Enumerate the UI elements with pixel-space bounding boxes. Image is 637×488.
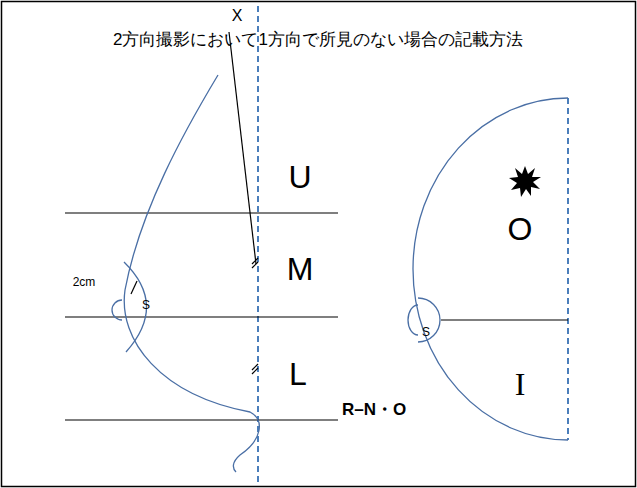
- zone-label: U: [288, 160, 311, 195]
- zone-label: L: [289, 357, 307, 392]
- tick-mark: [252, 262, 258, 268]
- nipple: [408, 305, 418, 335]
- subareolar-label: S: [142, 299, 150, 312]
- breast-outline: [413, 98, 568, 440]
- dimension-label: 2cm: [73, 276, 96, 289]
- dimension-mark: [131, 281, 137, 294]
- zone-line: [441, 319, 568, 320]
- zone-label: M: [287, 252, 314, 287]
- zone-label: O: [508, 212, 533, 247]
- subareolar-arc: [418, 298, 440, 342]
- zone-line: [65, 419, 338, 420]
- chest-wall-line: [567, 98, 569, 440]
- chest-wall-line: [257, 6, 259, 484]
- nipple: [112, 300, 122, 320]
- projection-label: X: [232, 7, 243, 25]
- diagram-title: 2方向撮影において1方向で所見のない場合の記載方法: [113, 31, 523, 50]
- location-code: R–N・O: [342, 401, 406, 420]
- breast-outline: [124, 75, 259, 472]
- lesion-symbol: [509, 166, 541, 197]
- tick-mark: [252, 368, 258, 374]
- zone-line: [65, 212, 338, 213]
- zone-line: [65, 316, 338, 317]
- projection-line: [229, 32, 256, 264]
- zone-label: I: [515, 367, 526, 402]
- subareolar-label: S: [422, 326, 430, 339]
